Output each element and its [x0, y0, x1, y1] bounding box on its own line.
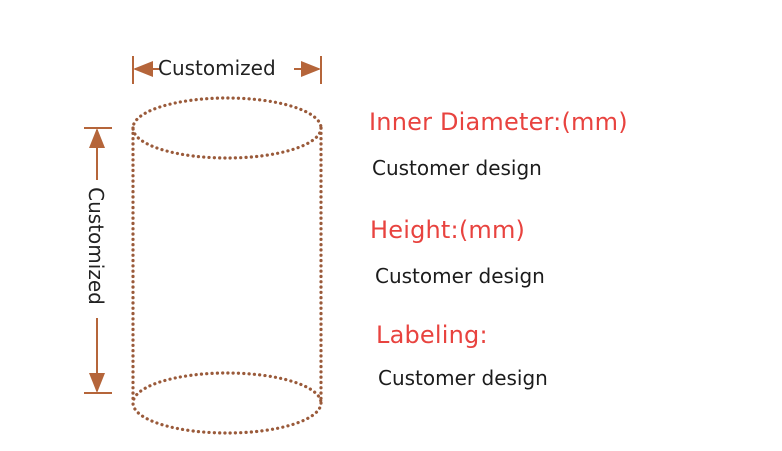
height-heading: Height:(mm) [370, 216, 526, 244]
width-dimension [132, 56, 322, 84]
height-value: Customer design [375, 264, 545, 288]
cylinder-top-ellipse [131, 96, 323, 160]
inner-diameter-value: Customer design [372, 156, 542, 180]
inner-diameter-heading: Inner Diameter:(mm) [369, 108, 628, 136]
labeling-heading: Labeling: [376, 321, 488, 349]
height-dimension [84, 127, 112, 394]
cylinder-bottom-ellipse [131, 371, 323, 435]
width-dimension-label: Customized [158, 56, 276, 80]
height-dimension-label: Customized [84, 187, 108, 305]
cylinder-outline [131, 96, 323, 435]
labeling-value: Customer design [378, 366, 548, 390]
